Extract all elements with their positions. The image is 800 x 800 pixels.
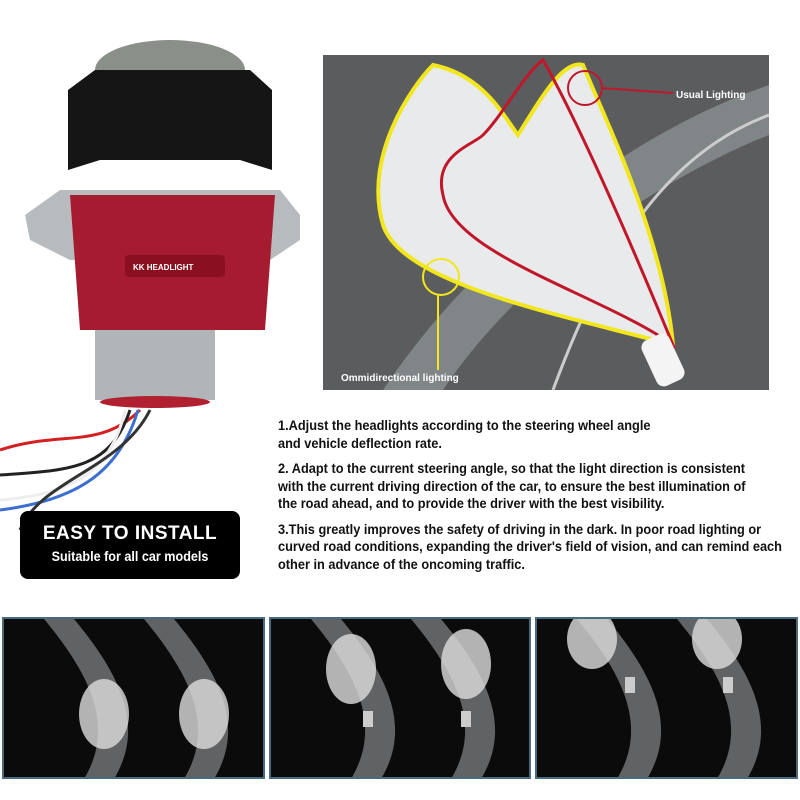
- sequence-panel-3: [535, 617, 799, 779]
- car-icon: [641, 333, 685, 387]
- usual-lighting-label: Usual Lighting: [676, 90, 746, 101]
- road-lighting-graphic: [376, 57, 769, 390]
- easy-install-badge: EASY TO INSTALL Suitable for all car mod…: [20, 511, 240, 579]
- feature-description: 1.Adjust the headlights according to the…: [278, 418, 791, 582]
- feature-1-line2: and vehicle deflection rate.: [278, 435, 442, 452]
- brand-logo: KK HEADLIGHT: [133, 263, 194, 272]
- feature-1-line1: 1.Adjust the headlights according to the…: [278, 418, 651, 434]
- sequence-panel-1: [2, 617, 265, 779]
- feature-3: 3.This greatly improves the safety of dr…: [278, 521, 782, 573]
- omnidirectional-beam: [376, 62, 676, 348]
- badge-title: EASY TO INSTALL: [42, 523, 218, 544]
- feature-2: 2. Adapt to the current steering angle, …: [278, 461, 746, 512]
- headlight-product-image: KK HEADLIGHT: [0, 40, 300, 530]
- lighting-comparison-diagram: Usual Lighting Ommidirectional lighting: [323, 55, 769, 390]
- omnidirectional-lighting-label: Ommidirectional lighting: [341, 373, 459, 384]
- usual-beam: [439, 57, 677, 350]
- curve-lighting-sequence: [2, 617, 799, 779]
- sequence-panel-2: [268, 617, 532, 779]
- badge-subtitle: Suitable for all car models: [51, 548, 209, 564]
- feature-1: 1.Adjust the headlights according to the…: [278, 418, 791, 453]
